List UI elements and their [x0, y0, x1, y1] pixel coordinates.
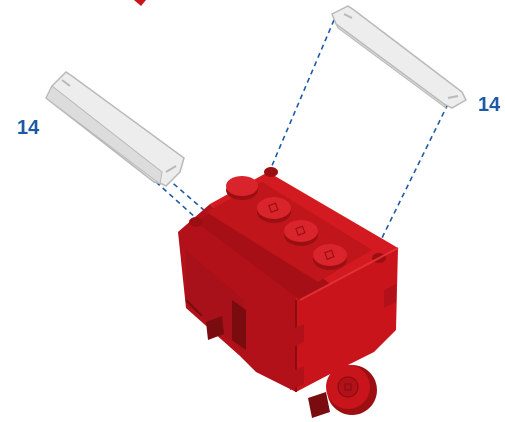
clip-knob	[189, 217, 203, 227]
round-axle-disc	[326, 365, 377, 415]
previous-step-fragment	[134, 0, 146, 6]
red-brick-assembly	[178, 167, 398, 418]
clip-knob	[264, 167, 278, 177]
right-grey-plate	[332, 6, 466, 108]
right-part-quantity-label: 14	[478, 94, 501, 116]
left-grey-plate	[46, 72, 184, 186]
guide-line	[378, 104, 448, 246]
left-part-quantity-label: 14	[17, 117, 40, 139]
guide-line	[268, 20, 334, 175]
guide-line	[156, 182, 196, 218]
